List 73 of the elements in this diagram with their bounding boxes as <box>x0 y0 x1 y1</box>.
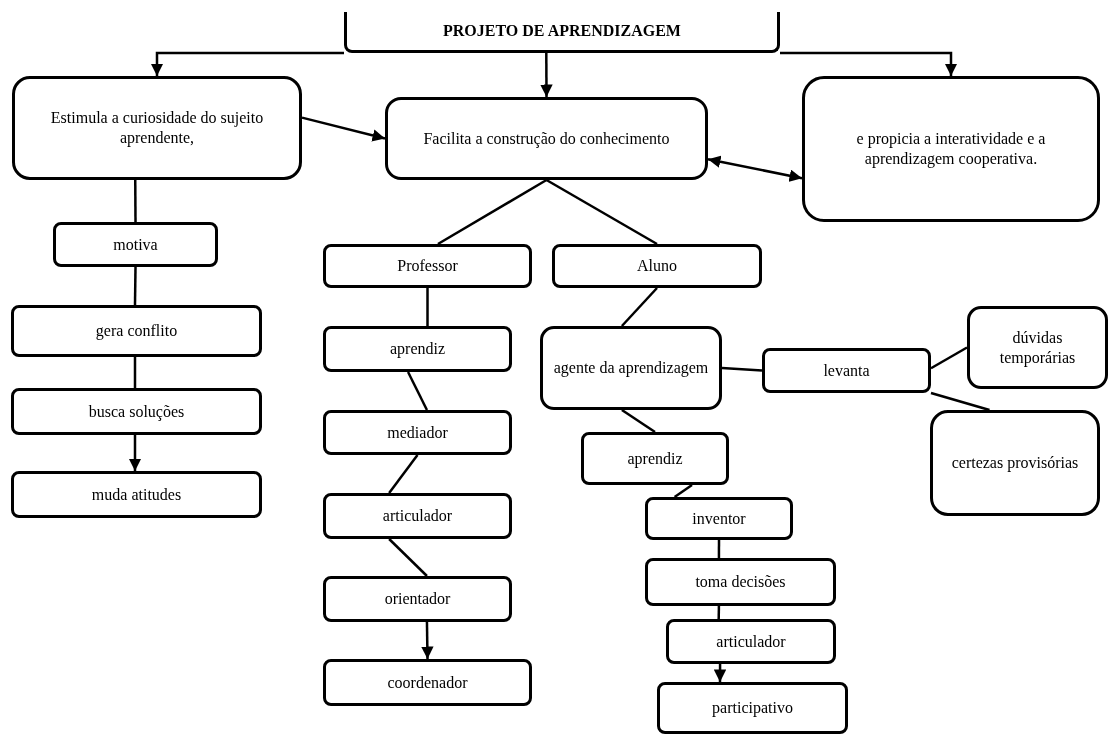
node-text: Estimula a curiosidade do sujeito aprendente, <box>49 108 265 148</box>
concept-box <box>666 619 836 664</box>
arrow <box>540 53 553 97</box>
node-text: certezas provisórias <box>951 453 1079 473</box>
concept-box <box>11 471 262 518</box>
node-text: articulador <box>382 506 453 526</box>
concept-box <box>645 558 836 606</box>
connector-line <box>406 371 429 411</box>
node-text: levanta <box>823 360 870 381</box>
node-text: busca soluções <box>88 401 185 422</box>
node-text: orientador <box>384 589 451 609</box>
node-text: dúvidas temporárias <box>998 327 1077 368</box>
connector-line <box>621 408 656 434</box>
connector-line <box>426 288 429 326</box>
arrow <box>707 155 803 182</box>
node-text: PROJETO DE APRENDIZAGEM <box>443 21 681 41</box>
node-text: mediador <box>387 422 448 443</box>
title-box <box>344 12 780 53</box>
connector-line <box>930 346 968 370</box>
connector-line <box>621 287 658 327</box>
node-text: e propicia a interatividade e a aprendizagem cooperativa. <box>855 129 1047 169</box>
node-text: gera conflito <box>95 321 178 341</box>
arrow <box>713 664 727 682</box>
concept-box <box>552 244 762 288</box>
concept-box <box>323 493 512 539</box>
concept-box <box>11 305 262 357</box>
arrow <box>421 622 434 659</box>
node-text: inventor <box>692 508 746 529</box>
arrow <box>780 51 958 76</box>
concept-box <box>802 76 1100 222</box>
node-text: agente da aprendizagem <box>553 358 709 378</box>
concept-box <box>581 432 729 485</box>
concept-box <box>323 410 512 455</box>
concept-box <box>967 306 1108 389</box>
node-text: toma decisões <box>695 572 786 592</box>
concept-box <box>657 682 848 734</box>
concept-box <box>53 222 218 267</box>
node-text: Aluno <box>637 256 677 276</box>
node-text: Facilita a construção do conhecimento <box>423 128 670 149</box>
node-text: motiva <box>113 234 158 255</box>
concept-box <box>930 410 1100 516</box>
concept-box <box>540 326 722 410</box>
concept-box <box>323 576 512 622</box>
connector-line <box>388 538 428 577</box>
concept-box <box>323 326 512 372</box>
concept-box <box>323 244 532 288</box>
node-text: coordenador <box>387 672 468 693</box>
connector-line <box>134 180 137 222</box>
node-text: participativo <box>712 698 793 718</box>
connector-line <box>545 178 658 246</box>
node-text: Professor <box>397 256 458 276</box>
node-text: aprendiz <box>389 339 446 359</box>
concept-box <box>762 348 931 393</box>
node-text: articulador <box>716 631 786 652</box>
node-text: muda atitudes <box>91 484 182 505</box>
concept-box <box>645 497 793 540</box>
arrow <box>301 116 386 142</box>
node-text: aprendiz <box>627 448 683 469</box>
connector-line <box>717 540 721 558</box>
arrow <box>128 435 142 471</box>
connector-line <box>437 178 548 246</box>
connector-line <box>717 605 721 619</box>
connector-line <box>721 366 763 372</box>
concept-box <box>385 97 708 180</box>
concept-box <box>12 76 302 180</box>
arrow <box>150 51 344 76</box>
connector-line <box>133 267 137 305</box>
connector-line <box>133 357 137 388</box>
connector-line <box>673 483 693 499</box>
concept-box <box>11 388 262 435</box>
concept-box <box>323 659 532 706</box>
connector-line <box>388 454 419 494</box>
connector-line <box>930 391 990 412</box>
